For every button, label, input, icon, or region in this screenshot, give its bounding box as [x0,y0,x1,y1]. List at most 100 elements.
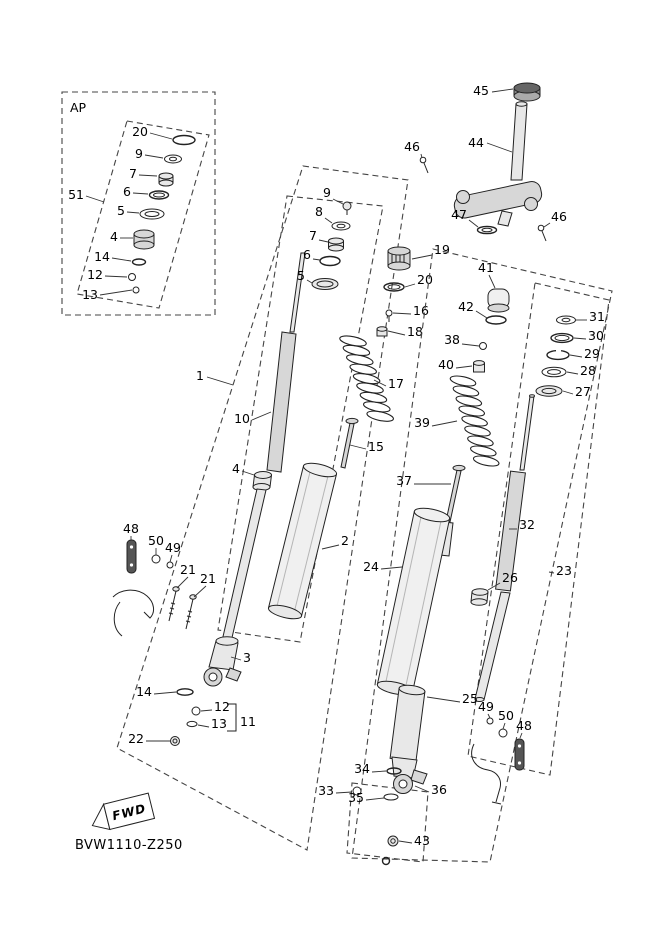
part-nut-49-right [486,717,494,725]
left-fork-assembly: 1 9 8 7 6 5 19 20 16 18 17 15 10 4 2 3 2… [112,165,450,851]
callout-r-34: 34 [354,761,387,776]
callout-r-41: 41 [478,260,496,289]
part-inner-tube-24 [376,507,451,696]
svg-text:20: 20 [417,272,433,287]
footer: FWD BVW1110-Z250 [75,792,182,853]
callout-l-19: 19 [411,242,450,260]
svg-text:50: 50 [148,533,164,548]
callout-l-5: 5 [297,268,313,284]
part-ring-30 [550,332,574,344]
callout-l-12: 12 [200,699,230,714]
part-collar-26 [470,588,489,606]
callout-45: 45 [473,83,514,98]
svg-text:31: 31 [589,309,605,324]
callout-l-4: 4 [232,461,255,476]
part-valve [128,273,136,281]
svg-text:21: 21 [200,571,216,586]
callout-r-28: 28 [566,363,596,378]
part-collar [133,229,155,250]
callout-l-48: 48 [123,521,139,540]
svg-text:27: 27 [575,384,591,399]
callout-r-24: 24 [363,559,403,574]
callout-l-49: 49 [165,540,181,563]
svg-text:46: 46 [551,209,567,224]
part-outer-tube-25 [389,684,426,763]
part-fork-cap-5 [311,278,339,290]
part-bracket-48-right [514,738,525,771]
right-inner-box [467,282,610,776]
ap-label: AP [70,100,87,115]
part-washer-31 [556,315,576,325]
part-steering-stem [453,101,543,227]
part-spring-17 [339,335,394,422]
callout-r-25: 25 [426,691,478,706]
svg-text:28: 28 [580,363,596,378]
left-outer-box [116,165,409,851]
svg-text:13: 13 [211,716,227,731]
part-washer-50-left [151,554,161,564]
callout-l-7: 7 [309,228,329,243]
ap-inner-box [76,120,210,309]
svg-text:47: 47 [451,207,467,222]
svg-text:48: 48 [516,718,532,733]
part-oil-seal-28 [541,366,567,378]
part-valve-12-left [191,706,201,716]
ap-outer-box [61,91,216,316]
part-bleed-screw [342,201,352,215]
callout-r-37: 37 [396,473,451,488]
part-screw-left [419,156,429,174]
callout-r-38: 38 [444,332,480,347]
svg-text:7: 7 [309,228,317,243]
part-washer-50-right [498,728,508,738]
callout-ap-13: 13 [82,287,133,302]
callout-l-8: 8 [315,204,333,224]
svg-text:49: 49 [478,699,494,714]
svg-text:45: 45 [473,83,489,98]
callout-r-26: 26 [487,570,518,591]
part-damper-assembly-10 [266,252,306,473]
part-spring-13-left [186,720,198,728]
callout-r-39: 39 [414,415,458,430]
svg-text:8: 8 [315,204,323,219]
svg-text:30: 30 [588,328,604,343]
callout-l-9: 9 [323,185,344,205]
part-spring-39 [449,375,500,467]
svg-text:50: 50 [498,708,514,723]
svg-text:7: 7 [129,166,137,181]
part-damper-assembly-32 [474,394,535,702]
callout-r-36: 36 [414,782,447,797]
svg-text:15: 15 [368,439,384,454]
part-bearing-race [476,225,498,235]
callout-ap-6: 6 [123,184,149,199]
part-ring-34 [386,767,402,775]
callout-l-14: 14 [136,684,177,699]
part-washer-35 [383,793,399,801]
svg-text:51: 51 [68,187,84,202]
svg-text:48: 48 [123,521,139,536]
svg-text:14: 14 [136,684,152,699]
part-adjuster-19 [387,246,411,271]
part-bolt-43 [381,835,399,866]
right-fork-assembly: 23 41 42 38 40 39 37 24 25 26 32 31 30 2… [318,248,613,866]
part-dust-seal-27 [535,385,563,397]
svg-text:23: 23 [556,563,572,578]
callout-47: 47 [451,207,479,228]
svg-text:49: 49 [165,540,181,555]
callout-r-32: 32 [509,517,535,532]
callout-r-35: 35 [348,790,385,805]
svg-text:11: 11 [240,714,256,729]
svg-text:4: 4 [110,229,118,244]
part-hose-guide-left [112,589,155,637]
part-clip-14-left [176,688,194,696]
callout-l-17: 17 [373,376,404,391]
svg-text:39: 39 [414,415,430,430]
part-cap-41 [487,288,510,313]
svg-text:4: 4 [232,461,240,476]
part-collar-4 [252,471,273,491]
part-pinch-bolt-21b [185,594,197,630]
part-inner-tube-2 [267,462,338,620]
callout-r-49: 49 [478,699,494,719]
part-pin-16 [385,309,393,322]
